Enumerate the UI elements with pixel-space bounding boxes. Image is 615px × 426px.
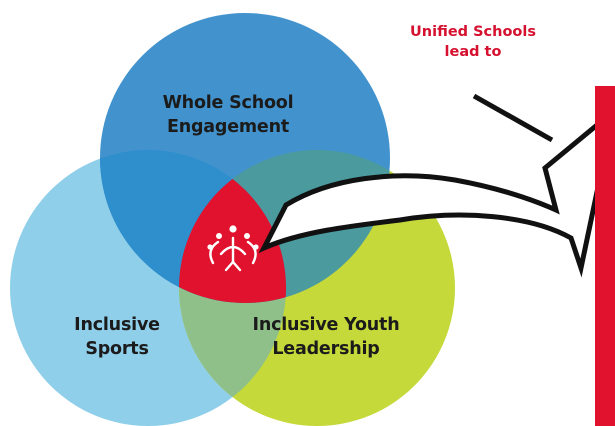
label-inclusive-youth-leadership: Inclusive Youth Leadership bbox=[216, 313, 436, 361]
label-whole-school-engagement: Whole School Engagement bbox=[128, 91, 328, 139]
center-intersection bbox=[179, 150, 286, 303]
callout-line-2: lead to bbox=[444, 44, 502, 60]
callout-line-1: Unified Schools bbox=[410, 24, 536, 40]
label-sports-line-2: Sports bbox=[85, 339, 149, 359]
special-olympics-logo-icon bbox=[207, 225, 259, 272]
callout-text: Unified Schools lead to bbox=[378, 22, 568, 62]
label-youth-line-2: Leadership bbox=[272, 339, 380, 359]
label-inclusive-sports: Inclusive Sports bbox=[42, 313, 192, 361]
accent-bar bbox=[595, 86, 615, 426]
label-whole-line-1: Whole School bbox=[162, 93, 294, 113]
curved-arrow-top-edge-icon bbox=[472, 93, 554, 143]
curved-arrow-icon bbox=[258, 106, 615, 278]
label-youth-line-1: Inclusive Youth bbox=[252, 315, 400, 335]
label-sports-line-1: Inclusive bbox=[74, 315, 160, 335]
label-whole-line-2: Engagement bbox=[166, 117, 290, 137]
